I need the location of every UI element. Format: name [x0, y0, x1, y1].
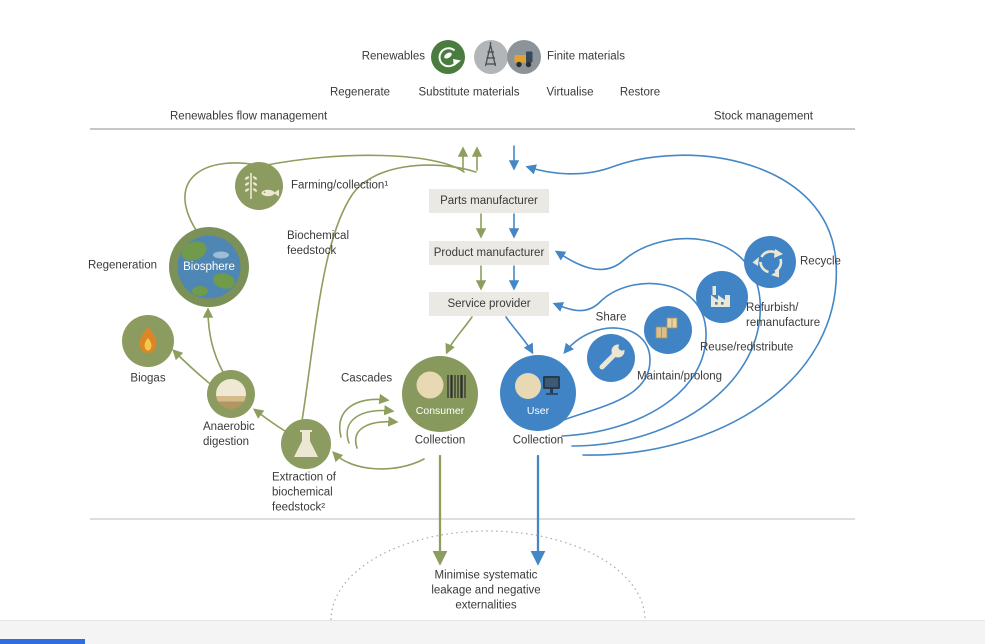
- cascade-arc-3: [354, 416, 399, 449]
- farming-icon: [235, 162, 283, 210]
- stock-management-heading: Stock management: [713, 110, 813, 123]
- reuse-loop: [552, 282, 707, 437]
- biosphere-icon: [169, 227, 249, 307]
- anaerobic-to-biosphere: [202, 307, 224, 373]
- user-circle-label: User: [526, 405, 550, 417]
- consumer-circle-label: Consumer: [415, 405, 465, 417]
- feedstock-to-top-arc: [301, 164, 477, 422]
- reuse-packages-icon: [644, 306, 692, 354]
- refurbish-loop: [554, 237, 761, 447]
- service-provider-label: Service provider: [447, 298, 531, 310]
- biogas-label: Biogas: [130, 372, 166, 385]
- cascade-arc-1: [338, 393, 390, 438]
- parts-manufacturer-label: Parts manufacturer: [440, 195, 538, 207]
- leakage-label: Minimise systematic leakage and negative…: [431, 569, 541, 612]
- consumer-icon: [402, 356, 478, 432]
- leakage-ellipse: [330, 530, 646, 621]
- maintain-prolong-label: Maintain/prolong: [637, 370, 723, 383]
- recycle-arrows-icon: [744, 236, 796, 288]
- strategy-substitute-materials: Substitute materials: [418, 86, 520, 99]
- cascade-arc-2: [346, 405, 395, 444]
- anaerobic-to-biogas: [172, 349, 210, 384]
- extraction-to-anaerobic: [252, 408, 286, 432]
- strategy-restore: Restore: [619, 86, 661, 99]
- refurbish-factory-icon: [696, 271, 748, 323]
- finite-materials-legend-label: Finite materials: [547, 50, 625, 63]
- extraction-flask-icon: [281, 419, 331, 469]
- parts-manufacturer-box: Parts manufacturer: [429, 189, 549, 213]
- renewables-flow-management-heading: Renewables flow management: [170, 110, 328, 123]
- anaerobic-digestion-label: Anaerobic digestion: [203, 421, 255, 448]
- product-manufacturer-label: Product manufacturer: [433, 247, 545, 259]
- biosphere-circle-label: Biosphere: [183, 261, 235, 273]
- renewables-legend-label: Renewables: [361, 50, 425, 63]
- recycle-label: Recycle: [800, 255, 841, 268]
- oil-derrick-icon: [474, 40, 508, 74]
- farming-collection-label: Farming/collection¹: [291, 179, 389, 192]
- collection-label-bio: Collection: [414, 434, 466, 447]
- biochemical-feedstock-label: Biochemical feedstock: [287, 230, 349, 257]
- refurbish-remanufacture-label: Refurbish/ remanufacture: [746, 302, 821, 329]
- maintain-loop: [552, 327, 651, 425]
- service-provider-box: Service provider: [429, 292, 549, 316]
- collection-to-extraction: [332, 451, 425, 470]
- extraction-feedstock-label: Extraction of biochemical feedstock²: [272, 471, 336, 514]
- biogas-icon: [122, 315, 174, 367]
- regeneration-label: Regeneration: [87, 259, 157, 272]
- strategy-regenerate: Regenerate: [329, 86, 391, 99]
- tech-cycle-arrows: [505, 145, 838, 566]
- footer-strip: [0, 620, 985, 644]
- renewables-icon: [431, 40, 465, 74]
- service-to-consumer: [445, 316, 473, 355]
- anaerobic-digestion-icon: [207, 370, 255, 418]
- service-to-user: [505, 316, 534, 355]
- bio-cycle-arrows: [172, 146, 487, 566]
- cascades-label: Cascades: [341, 372, 393, 385]
- collection-label-tech: Collection: [512, 434, 564, 447]
- bottom-accent-bar: [0, 639, 85, 644]
- strategy-virtualise: Virtualise: [546, 86, 594, 99]
- product-manufacturer-box: Product manufacturer: [429, 241, 549, 265]
- reuse-redistribute-label: Reuse/redistribute: [700, 341, 794, 354]
- maintain-wrench-icon: [587, 334, 635, 382]
- recycle-loop: [525, 154, 838, 456]
- user-icon: [500, 355, 576, 431]
- share-label: Share: [595, 311, 627, 324]
- mining-truck-icon: [507, 40, 541, 74]
